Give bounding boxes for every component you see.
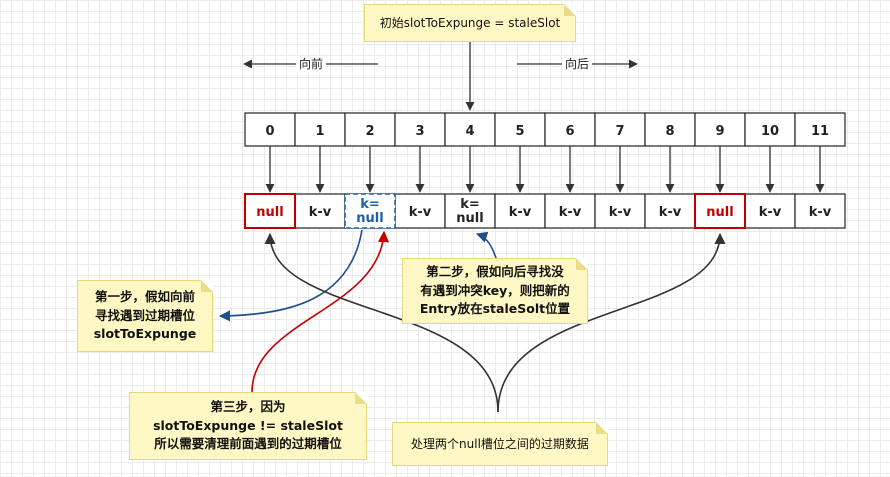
direction-backward: 向后 bbox=[517, 56, 638, 72]
index-cell bbox=[744, 112, 796, 147]
index-label: 8 bbox=[665, 124, 674, 139]
index-row: 0 1 2 3 4 5 6 7 8 9 10 11 bbox=[244, 112, 846, 147]
index-label: 3 bbox=[415, 124, 424, 139]
step2-curve-arrow bbox=[475, 231, 497, 259]
index-label: 10 bbox=[761, 124, 779, 139]
top-label-note: 初始slotToExpunge = staleSlot bbox=[364, 4, 576, 42]
index-label: 0 bbox=[265, 124, 274, 139]
entry-cell bbox=[394, 193, 446, 229]
step1-note: 第一步，假如向前 寻找遇到过期槽位 slotToExpunge bbox=[77, 280, 213, 352]
index-cell bbox=[794, 112, 846, 147]
index-label: 2 bbox=[365, 124, 374, 139]
step2-text: 第二步，假如向后寻找没 有遇到冲突key，则把新的 Entry放在staleSo… bbox=[419, 263, 571, 317]
entry-label: k-v bbox=[759, 205, 782, 220]
step1-text: 第一步，假如向前 寻找遇到过期槽位 slotToExpunge bbox=[93, 288, 197, 342]
cleanup-note: 处理两个null槽位之间的过期数据 bbox=[392, 422, 608, 466]
index-to-entry-arrows bbox=[265, 146, 825, 193]
null-slot-highlight bbox=[244, 193, 296, 229]
step3-note: 第三步，因为 slotToExpunge != staleSlot 所以需要清理… bbox=[129, 392, 367, 460]
index-label: 4 bbox=[465, 124, 474, 139]
index-label: 9 bbox=[715, 124, 724, 139]
step1-curve-arrow bbox=[218, 229, 363, 322]
index-label: 7 bbox=[615, 124, 624, 139]
entry-label: k-v bbox=[309, 205, 332, 220]
step3-text: 第三步，因为 slotToExpunge != staleSlot 所以需要清理… bbox=[153, 398, 343, 452]
index-cell bbox=[694, 112, 746, 147]
entry-cell bbox=[294, 193, 346, 229]
step2-note: 第二步，假如向后寻找没 有遇到冲突key，则把新的 Entry放在staleSo… bbox=[402, 258, 588, 324]
expired-slot-highlight bbox=[344, 193, 396, 229]
entry-cell bbox=[494, 193, 546, 229]
cleanup-right-arrow bbox=[497, 232, 726, 413]
entry-cell bbox=[444, 193, 496, 229]
index-cell bbox=[444, 112, 496, 147]
null-slot-highlight bbox=[694, 193, 746, 229]
entry-cell bbox=[794, 193, 846, 229]
index-cell bbox=[544, 112, 596, 147]
entry-cell bbox=[544, 193, 596, 229]
entry-cell bbox=[594, 193, 646, 229]
entry-label: k=null bbox=[456, 197, 483, 226]
direction-backward-label: 向后 bbox=[565, 56, 589, 71]
entry-label: k-v bbox=[609, 205, 632, 220]
entry-row: null k-v k=null k-v k=null k-v k-v k-v k-v null k-… bbox=[244, 193, 846, 229]
direction-forward-label: 向前 bbox=[299, 56, 323, 71]
entry-label: k-v bbox=[659, 205, 682, 220]
entry-label: null bbox=[706, 205, 733, 220]
cleanup-text: 处理两个null槽位之间的过期数据 bbox=[411, 437, 589, 451]
entry-label: k-v bbox=[559, 205, 582, 220]
step3-curve-arrow bbox=[251, 230, 390, 393]
index-label: 6 bbox=[565, 124, 574, 139]
index-label: 11 bbox=[811, 124, 829, 139]
entry-label: k=null bbox=[356, 197, 383, 226]
entry-label: k-v bbox=[509, 205, 532, 220]
direction-forward: 向前 bbox=[243, 56, 378, 72]
index-label: 1 bbox=[315, 124, 324, 139]
entry-label: null bbox=[256, 205, 283, 220]
index-cell bbox=[294, 112, 346, 147]
index-label: 5 bbox=[515, 124, 524, 139]
index-cell bbox=[394, 112, 446, 147]
entry-label: k-v bbox=[809, 205, 832, 220]
top-label-text: 初始slotToExpunge = staleSlot bbox=[379, 16, 561, 30]
entry-label: k-v bbox=[409, 205, 432, 220]
cleanup-left-arrow bbox=[264, 232, 499, 413]
